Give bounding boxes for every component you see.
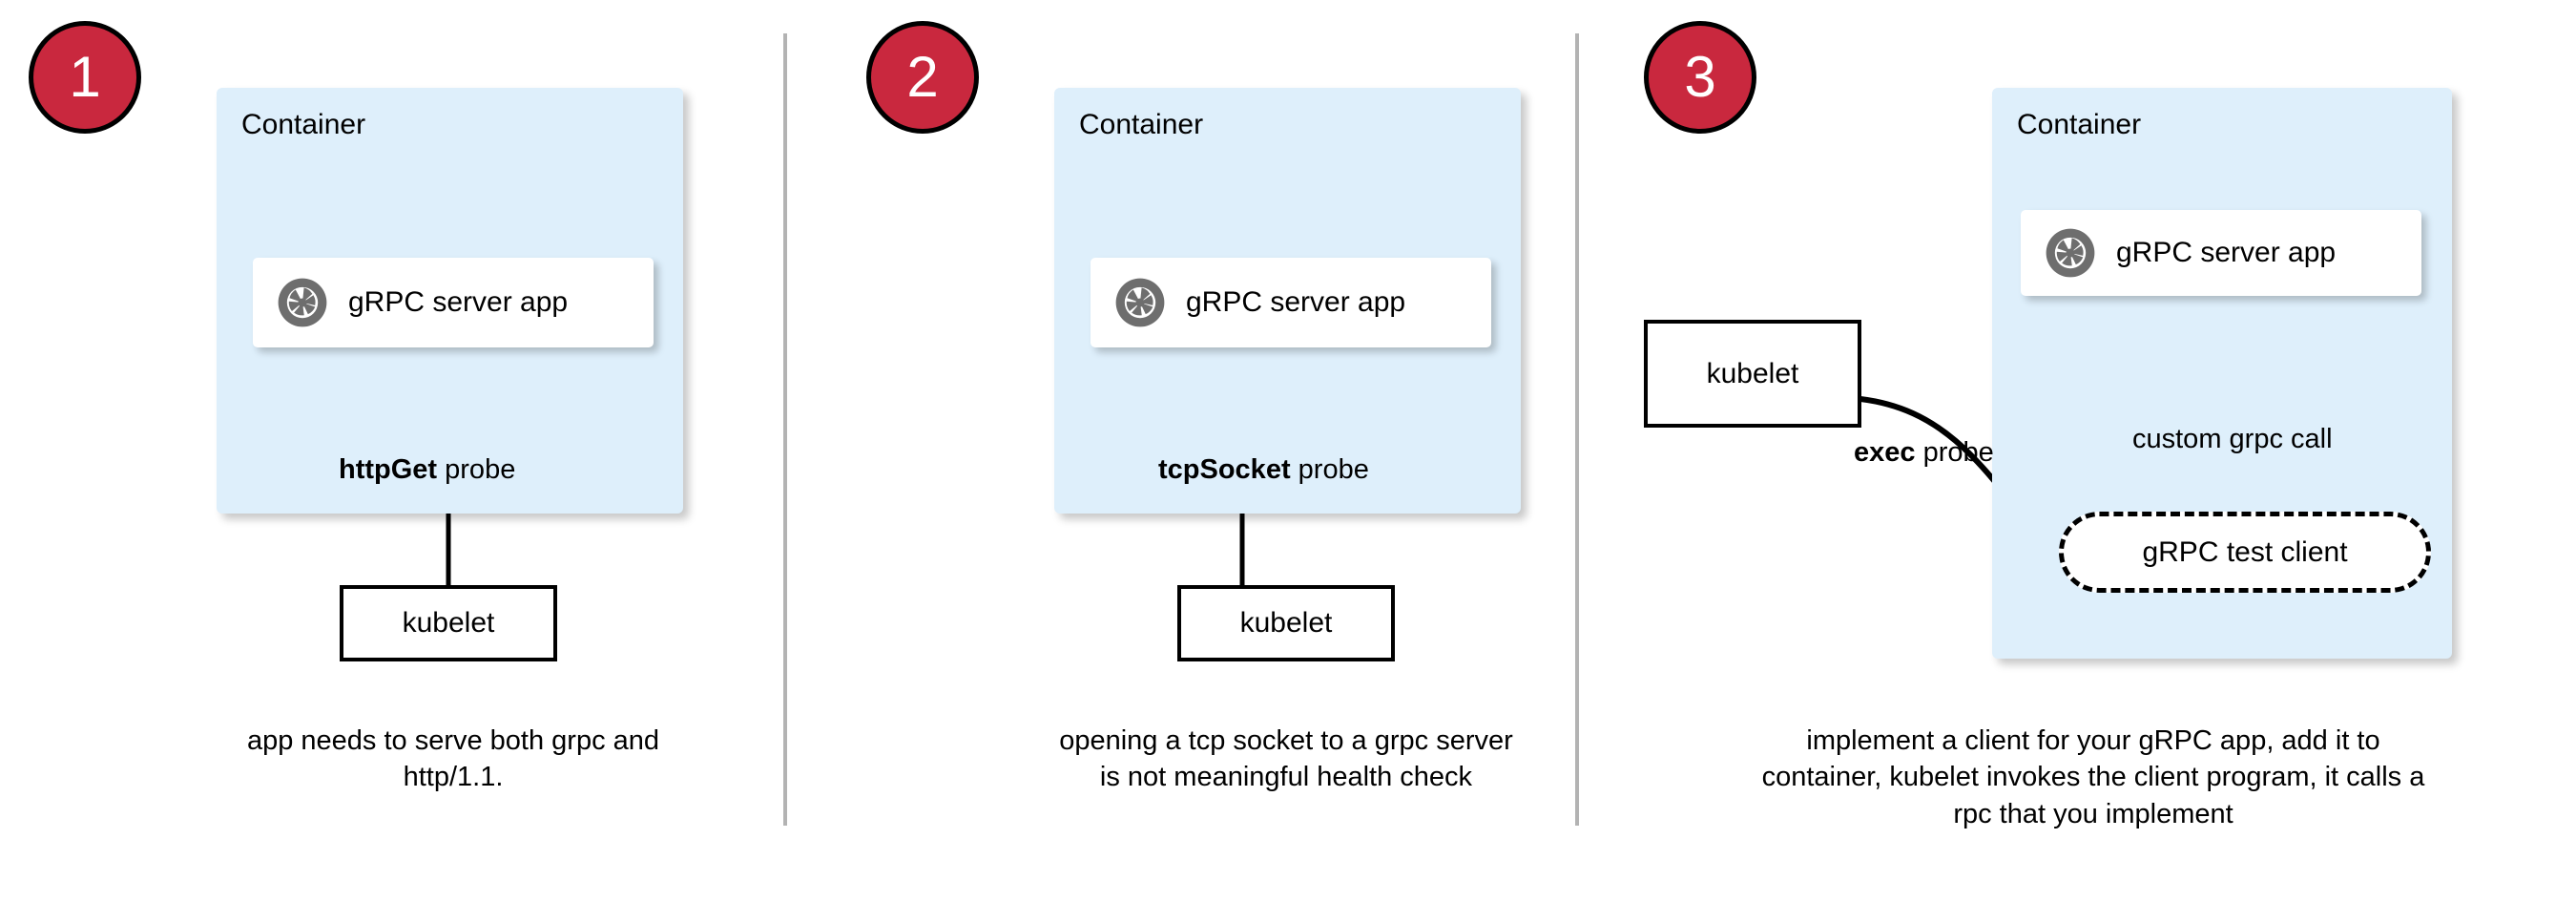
kubelet-label-2: kubelet — [1239, 607, 1333, 639]
grpc-server-app-label-2: gRPC server app — [1186, 286, 1406, 318]
grpc-server-app-label-3: gRPC server app — [2116, 237, 2337, 268]
grpc-test-client-label: gRPC test client — [2142, 535, 2348, 568]
kubelet-box-3: kubelet — [1644, 320, 1861, 428]
kubelet-label-1: kubelet — [402, 607, 495, 639]
step-badge-2-number: 2 — [906, 45, 939, 109]
panel-1: 1 Container — [0, 0, 785, 923]
grpc-aperture-icon — [1113, 276, 1167, 329]
panel-3-caption: implement a client for your gRPC app, ad… — [1761, 725, 2425, 829]
panel-2-caption: opening a tcp socket to a grpc server is… — [1059, 725, 1513, 793]
exec-probe-label: exec probe — [1854, 437, 1994, 469]
container-label-3: Container — [2017, 109, 2142, 140]
grpc-server-app-card-1: gRPC server app — [253, 258, 654, 347]
kubelet-box-2: kubelet — [1177, 585, 1395, 661]
container-label-1: Container — [241, 109, 366, 140]
tcpsocket-probe-label: tcpSocket probe — [1158, 454, 1369, 486]
custom-grpc-call-label: custom grpc call — [2132, 424, 2333, 454]
exec-probe-label-bold: exec — [1854, 437, 1916, 468]
kubelet-box-1: kubelet — [340, 585, 557, 661]
kubelet-label-3: kubelet — [1706, 357, 1799, 389]
httpget-probe-label-rest: probe — [437, 454, 516, 485]
panel-divider-2 — [1575, 33, 1579, 826]
tcpsocket-probe-label-rest: probe — [1290, 454, 1369, 485]
grpc-aperture-icon — [2044, 226, 2097, 280]
tcpsocket-probe-label-bold: tcpSocket — [1158, 454, 1291, 485]
step-badge-3-number: 3 — [1684, 45, 1716, 109]
httpget-probe-label: httpGet probe — [339, 454, 515, 486]
panel-divider-1 — [783, 33, 787, 826]
exec-probe-label-rest: probe — [1915, 437, 1994, 468]
step-badge-2: 2 — [866, 21, 979, 134]
step-badge-1: 1 — [29, 21, 141, 134]
grpc-aperture-icon — [276, 276, 329, 329]
httpget-probe-label-bold: httpGet — [339, 454, 438, 485]
grpc-server-app-label-1: gRPC server app — [348, 286, 569, 318]
panel-1-caption: app needs to serve both grpc and http/1.… — [246, 725, 660, 793]
step-badge-1-number: 1 — [69, 45, 101, 109]
step-badge-3: 3 — [1644, 21, 1756, 134]
panel-3: 3 Container — [1577, 0, 2576, 923]
grpc-server-app-card-3: gRPC server app — [2021, 210, 2421, 296]
panel-2: 2 Container — [785, 0, 1577, 923]
grpc-server-app-card-2: gRPC server app — [1091, 258, 1491, 347]
grpc-test-client-box: gRPC test client — [2059, 512, 2431, 593]
container-label-2: Container — [1079, 109, 1204, 140]
